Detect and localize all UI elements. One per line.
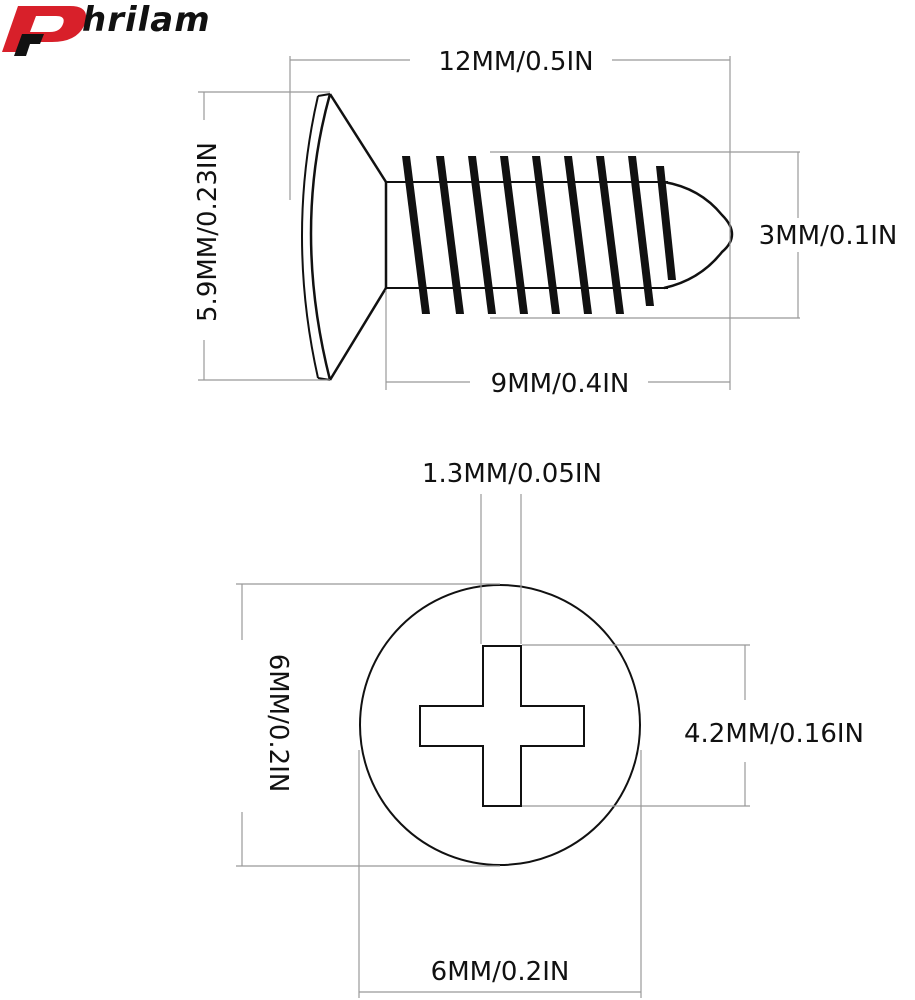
thread-diameter-label: 3MM/0.1IN (759, 221, 898, 251)
brand-logo-icon (2, 6, 87, 56)
screw-head-profile (309, 93, 332, 381)
slot-width-label: 1.3MM/0.05IN (422, 459, 602, 489)
screw-head-circle (359, 584, 641, 866)
thread-length-label: 9MM/0.4IN (491, 369, 630, 399)
overall-length-label: 12MM/0.5IN (438, 47, 593, 77)
top-view-dimension-lines (236, 494, 750, 998)
cross-length-label: 4.2MM/0.16IN (684, 719, 864, 749)
screw-top-view (359, 584, 641, 866)
side-view-dimension-lines (198, 56, 800, 390)
screw-tip (663, 180, 734, 290)
brand-name: hrilam (82, 0, 211, 40)
head-slot (301, 95, 319, 379)
head-diameter-label: 5.9MM/0.23IN (193, 142, 223, 322)
phillips-cross-recess (419, 645, 585, 807)
screw-threads (402, 156, 676, 314)
head-diameter-horizontal-label: 6MM/0.2IN (431, 957, 570, 987)
head-diameter-vertical-label: 6MM/0.2IN (263, 654, 293, 793)
